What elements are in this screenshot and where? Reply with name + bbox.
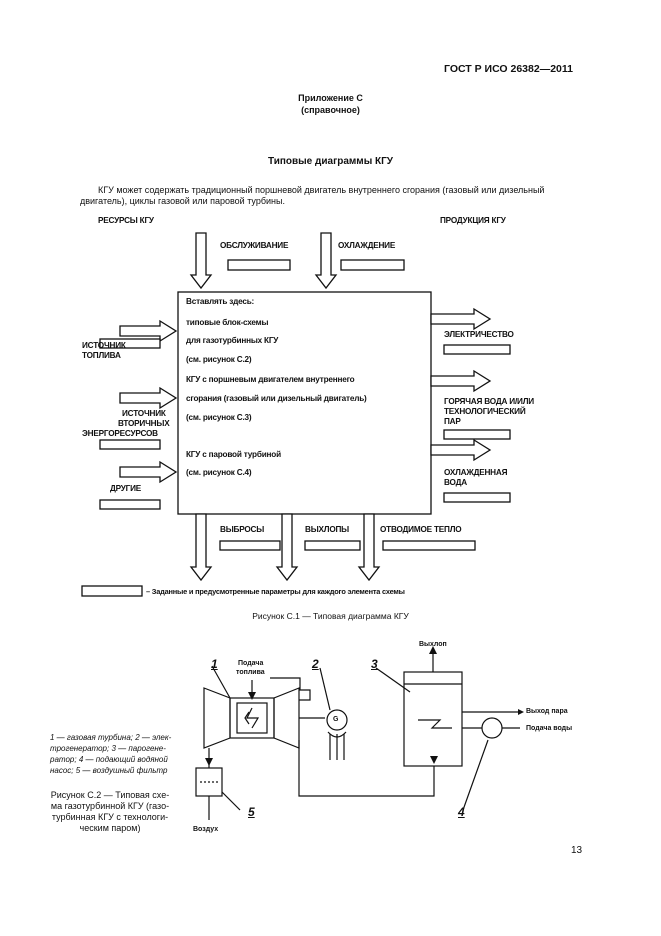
other-source-label: ДРУГИЕ — [110, 484, 142, 493]
secondary-param-box — [99, 439, 161, 450]
air-label: Воздух — [193, 826, 219, 833]
box-line-7: (см. рисунок С.3) — [186, 413, 252, 422]
label-num-2: 2 — [312, 657, 319, 671]
steam-out-label: Выход пара — [526, 708, 568, 715]
box-line-8: КГУ с паровой турбиной — [186, 450, 281, 459]
figure2-caption: Рисунок С.2 — Типовая схе- ма газотурбин… — [45, 790, 175, 834]
flame-mark — [246, 707, 260, 729]
annex-kind: (справочное) — [301, 105, 360, 115]
intro-line-1: КГУ может содержать традиционный поршнев… — [98, 185, 545, 195]
maintenance-label: ОБСЛУЖИВАНИЕ — [220, 241, 289, 250]
box-line-6: сгорания (газовый или дизельный двигател… — [186, 394, 367, 403]
box-line-5: КГУ с поршневым двигателем внутреннего — [186, 375, 355, 384]
removed-heat-label: ОТВОДИМОЕ ТЕПЛО — [380, 525, 462, 534]
fuel-param-box — [99, 338, 161, 349]
intro-line-2: двигатель), циклы газовой или паровой ту… — [80, 196, 285, 206]
secondary-input-arrow — [119, 386, 178, 410]
box-line-4: (см. рисунок С.2) — [186, 355, 252, 364]
annex-heading: Приложение С (справочное) — [0, 92, 661, 116]
box-line-3: для газотурбинных КГУ — [186, 336, 279, 345]
hot-water-param-box — [443, 429, 511, 440]
annex-title: Приложение С — [298, 93, 363, 103]
section-title: Типовые диаграммы КГУ — [267, 156, 394, 167]
flame-mark-2 — [244, 711, 250, 725]
fig2-legend-1: 1 — газовая турбина; 2 — элек- — [50, 733, 172, 742]
hot-water-label-2: ТЕХНОЛОГИЧЕСКИЙ — [444, 407, 526, 416]
fig2-legend-2: трогенератор; 3 — парогене- — [50, 744, 166, 753]
fuel-supply-label-1: Подача — [238, 660, 264, 667]
exhausts-label: ВЫХЛОПЫ — [305, 525, 350, 534]
turbine-shape — [273, 687, 300, 749]
figure1-caption: Рисунок С.1 — Типовая диаграмма КГУ — [252, 611, 409, 621]
secondary-source-label-1: ИСТОЧНИК — [122, 409, 166, 418]
maintenance-param-box — [227, 259, 291, 271]
box-line-2: типовые блок-схемы — [186, 318, 269, 327]
fig2-caption-3: турбинная КГУ с технологи- — [51, 812, 169, 822]
emissions-label: ВЫБРОСЫ — [220, 525, 265, 534]
other-input-arrow — [119, 460, 178, 484]
label-num-3: 3 — [371, 657, 378, 671]
water-pump — [481, 717, 503, 739]
figure-c2-diagram — [195, 652, 520, 820]
main-process-box — [177, 291, 432, 515]
secondary-source-label-3: ЭНЕРГОРЕСУРСОВ — [82, 429, 158, 438]
compressor-shape — [203, 687, 231, 749]
cooling-arrow — [314, 232, 338, 290]
fig2-caption-4: ческим паром) — [79, 823, 141, 833]
chilled-water-label-2: ВОДА — [444, 478, 467, 487]
fig2-legend-4: насос; 5 — воздушный фильтр — [50, 766, 168, 775]
box-line-9: (см. рисунок С.4) — [186, 468, 252, 477]
box-line-1: Вставлять здесь: — [186, 297, 255, 306]
electricity-param-box — [443, 344, 511, 355]
generator-circle — [326, 709, 348, 731]
label-num-5: 5 — [248, 805, 255, 819]
water-in-label: Подача воды — [526, 725, 573, 732]
page-number: 13 — [571, 845, 583, 856]
cooling-param-box — [340, 259, 405, 271]
exhausts-arrow — [275, 513, 299, 582]
products-label: ПРОДУКЦИЯ КГУ — [440, 216, 506, 225]
exhaust-label: Выхлоп — [419, 641, 447, 648]
combustor-core — [236, 702, 268, 734]
legend-param-box — [81, 585, 143, 597]
emissions-arrow — [189, 513, 213, 582]
maintenance-arrow — [189, 232, 213, 290]
standard-number: ГОСТ Р ИСО 26382—2011 — [444, 63, 573, 75]
heat-arrow — [357, 513, 381, 582]
legend-text: – Заданные и предусмотренные параметры д… — [146, 587, 405, 596]
other-param-box — [99, 499, 161, 510]
label-num-4: 4 — [458, 805, 465, 819]
cooling-label: ОХЛАЖДЕНИЕ — [338, 241, 396, 250]
fig2-caption-1: Рисунок С.2 — Типовая схе- — [50, 790, 170, 800]
hot-water-output-arrow — [430, 369, 492, 393]
chilled-water-param-box — [443, 492, 511, 503]
exhausts-param-box — [304, 540, 361, 551]
heat-param-box — [382, 540, 476, 551]
fuel-source-label-2: ТОПЛИВА — [82, 351, 121, 360]
secondary-source-label-2: ВТОРИЧНЫХ — [118, 419, 170, 428]
label-num-1: 1 — [211, 657, 218, 671]
electricity-output-arrow — [430, 307, 492, 331]
fig2-caption-2: ма газотурбинной КГУ (газо- — [50, 801, 170, 811]
resources-label: РЕСУРСЫ КГУ — [98, 216, 154, 225]
chilled-water-label-1: ОХЛАЖДЕННАЯ — [444, 468, 508, 477]
emissions-param-box — [219, 540, 281, 551]
electricity-label: ЭЛЕКТРИЧЕСТВО — [444, 330, 514, 339]
hot-water-label-1: ГОРЯЧАЯ ВОДА И/ИЛИ — [444, 397, 534, 406]
steam-generator — [403, 671, 463, 767]
fig2-legend-3: ратор; 4 — подающий водяной — [50, 755, 168, 764]
chilled-water-output-arrow — [430, 438, 492, 462]
fuel-supply-label-2: топлива — [236, 669, 265, 676]
generator-symbol: G — [333, 716, 339, 723]
hot-water-label-3: ПАР — [444, 417, 461, 426]
fuel-input-arrow — [119, 319, 178, 343]
fuel-source-label-1: ИСТОЧНИК — [82, 341, 126, 350]
